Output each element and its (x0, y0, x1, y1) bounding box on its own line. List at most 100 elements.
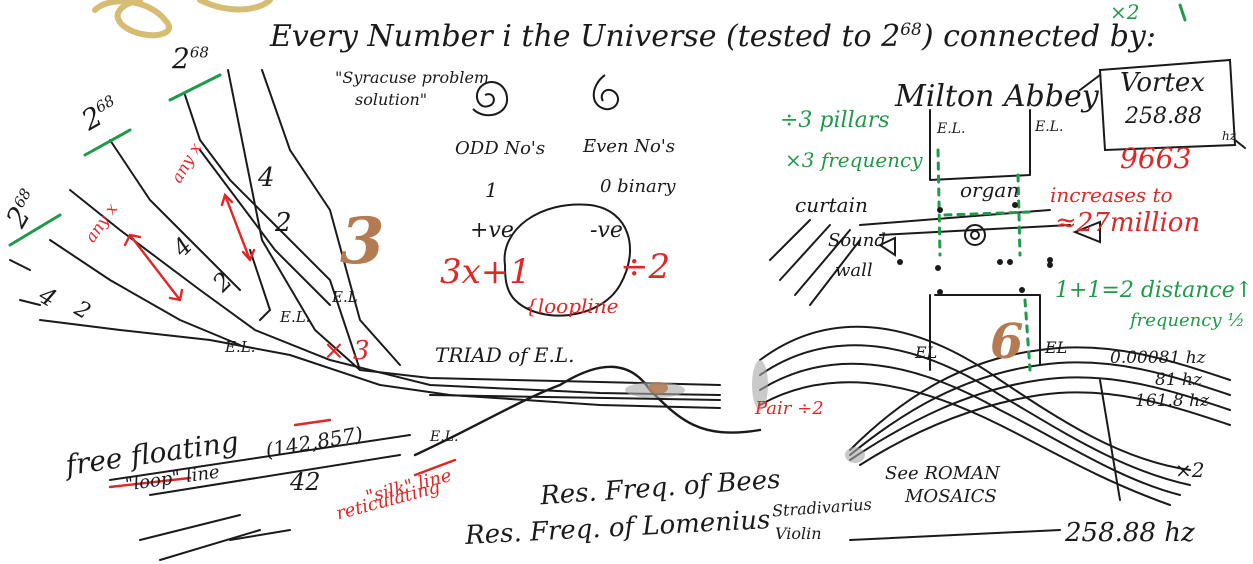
even-header: Even No's (583, 136, 676, 157)
vortex-freq: 258.88 (1125, 104, 1202, 129)
solution-label: solution" (355, 90, 428, 109)
el-label: E.L. (430, 429, 459, 445)
x2-top: ×2 (1110, 0, 1140, 24)
organ-vortex (964, 224, 986, 246)
even-sign: -ve (590, 218, 623, 243)
loopline-enclosure (503, 203, 631, 317)
pillars-label: ÷3 pillars (780, 108, 890, 133)
odd-binary: 1 (485, 178, 498, 202)
el-label: E.L. (937, 121, 966, 137)
red-underline (413, 458, 457, 477)
el-label: E.L. (1035, 119, 1064, 135)
million-label: ≈27million (1055, 208, 1201, 238)
milton-abbey-label: Milton Abbey (895, 79, 1099, 114)
spiral-icon (472, 81, 509, 117)
vortex-box (1079, 74, 1246, 149)
strip-line (39, 319, 721, 409)
loop-underline (108, 476, 192, 489)
loop-line (109, 434, 411, 481)
smudge (625, 360, 865, 463)
freq-small: 0.00081 hz (1110, 348, 1206, 368)
abbey-wall (929, 109, 1041, 371)
speaker (1072, 220, 1101, 244)
wave-line (759, 381, 1171, 506)
odd-header: ODD No's (455, 138, 546, 159)
strip-line (184, 94, 361, 371)
loop-line (159, 529, 261, 561)
vortex-label: Vortex (1120, 68, 1205, 98)
strip-line (109, 139, 241, 291)
red-dash (293, 418, 332, 427)
spiral-icon (592, 74, 620, 111)
big-6: 6 (990, 314, 1024, 370)
gold-scribble (92, 0, 273, 39)
el-label: E.L. (225, 338, 256, 356)
strip-number: 2 (275, 208, 292, 238)
strip-line (199, 149, 331, 306)
connector-curve (413, 365, 762, 457)
strip-line (249, 249, 272, 321)
violin-arrow (849, 529, 1061, 541)
green-dash (936, 148, 942, 257)
strip-line (49, 239, 241, 346)
loop-line (149, 454, 401, 496)
loopline-label: {loopline (525, 294, 619, 318)
organ-label: organ (960, 178, 1020, 202)
loop-line (139, 514, 241, 541)
odd-rule: 3x+1 (440, 252, 531, 292)
triad-label: TRIAD of E.L. (435, 343, 575, 367)
smudge (648, 382, 668, 394)
freq-label: 258.88 hz (1065, 518, 1195, 548)
vortex-hz: hz (1222, 129, 1237, 143)
even-binary: 0 binary (600, 176, 676, 197)
wave-line (849, 376, 1231, 461)
wall-label: wall (835, 260, 873, 281)
main-title: Every Number i the Universe (tested to 2… (270, 19, 1156, 54)
even-rule: ÷2 (620, 247, 671, 287)
mosaics-label: MOSAICS (905, 486, 997, 507)
distance-label: 1+1=2 distance↑ (1055, 278, 1253, 303)
el-label: EL (915, 343, 938, 362)
green-dash (943, 210, 1032, 217)
loop-line (229, 529, 291, 541)
big-3: 3 (340, 204, 385, 279)
x2-label: ×2 (1175, 458, 1205, 482)
wave-line (859, 391, 1231, 466)
frequency-label: ×3 frequency (785, 148, 923, 172)
freq-1618: 161.8 hz (1135, 391, 1209, 411)
wave-line (759, 344, 1191, 486)
green-stroke (1178, 3, 1187, 22)
wave-line (759, 362, 1181, 496)
green-dash (1023, 298, 1032, 372)
hatch (769, 219, 861, 306)
red-arrow (123, 233, 184, 302)
strip-number: 4 (258, 163, 275, 193)
freq-81: 81 hz (1155, 370, 1202, 390)
wave-line (759, 325, 1191, 471)
green-slash (168, 73, 222, 102)
pillar-dots (897, 202, 1053, 295)
strip-line (19, 299, 41, 306)
green-dash (1016, 173, 1022, 257)
power-label: 268 (172, 42, 209, 75)
pair-label: Pair ÷2 (755, 398, 824, 419)
frequency-half-label: frequency ½ (1130, 310, 1245, 331)
roman-label: See ROMAN (885, 463, 1000, 484)
red-arrow (220, 192, 256, 262)
el-label: E.L (332, 288, 358, 306)
strip-line (9, 259, 31, 271)
green-slash (8, 213, 62, 247)
increases-label: increases to (1050, 183, 1173, 207)
violin-label: Violin (775, 524, 822, 543)
triad-line (429, 394, 721, 401)
times-3: × 3 (323, 336, 370, 366)
roman-arrow (1099, 379, 1121, 501)
sound-label: Sound (828, 230, 886, 251)
curtain-label: curtain (795, 193, 868, 217)
odd-sign: +ve (470, 218, 514, 243)
number-42: 42 (290, 468, 321, 496)
el-label: E.L. (280, 308, 311, 326)
el-label: EL (1045, 338, 1068, 357)
